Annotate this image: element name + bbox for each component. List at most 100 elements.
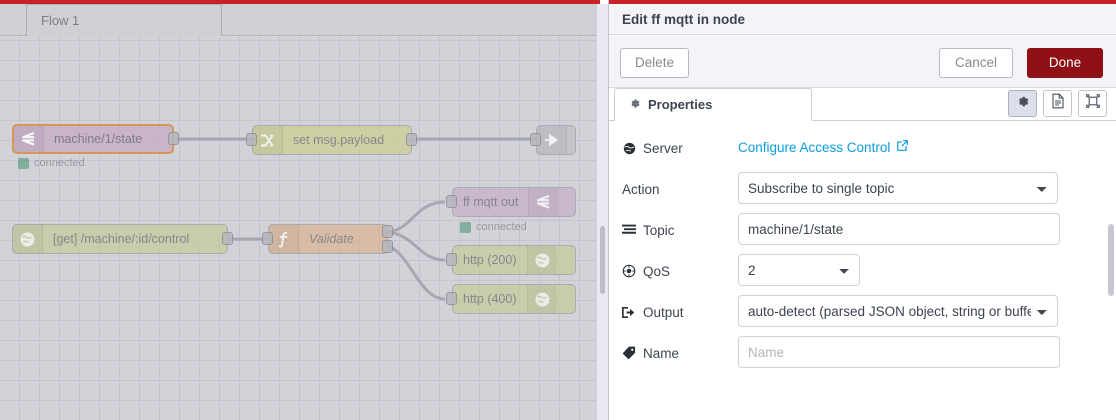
- node-input-port[interactable]: [446, 253, 457, 266]
- document-icon: [1051, 93, 1065, 114]
- node-input-port[interactable]: [246, 133, 257, 146]
- delete-button[interactable]: Delete: [620, 48, 690, 78]
- action-label-group: Action: [622, 172, 726, 206]
- topic-input[interactable]: [738, 213, 1060, 245]
- done-button[interactable]: Done: [1027, 48, 1103, 78]
- server-field: Configure Access Control: [738, 131, 909, 165]
- node-http-response-400[interactable]: http (400): [452, 284, 576, 314]
- node-status-mqtt-in: connected: [18, 157, 85, 169]
- cancel-button[interactable]: Cancel: [939, 48, 1013, 78]
- action-field: Subscribe to single topicSubscribe to mu…: [738, 172, 1058, 204]
- status-dot: [18, 157, 29, 169]
- node-input-port[interactable]: [530, 133, 541, 146]
- canvas-resize-handle[interactable]: [600, 226, 605, 294]
- status-label: connected: [34, 157, 85, 169]
- node-label: http (200): [463, 253, 517, 267]
- node-function-validate[interactable]: Validate: [268, 224, 388, 254]
- output-field: auto-detect (parsed JSON object, string …: [738, 295, 1058, 327]
- server-label-group: Server: [622, 131, 726, 165]
- node-label: http (400): [463, 292, 517, 306]
- globe-icon: [526, 246, 557, 274]
- node-input-port[interactable]: [446, 292, 457, 305]
- node-mqtt-out[interactable]: ff mqtt out: [452, 187, 576, 217]
- description-view-button[interactable]: [1043, 90, 1072, 117]
- server-label: Server: [643, 140, 683, 156]
- function-icon: [269, 225, 299, 253]
- globe-icon: [622, 142, 636, 155]
- form-row-action: Action Subscribe to single topicSubscrib…: [622, 172, 1102, 206]
- node-input-port[interactable]: [446, 195, 457, 208]
- qos-label-group: QoS: [622, 254, 726, 288]
- node-label: set msg.payload: [293, 133, 385, 147]
- flow-tab-flow-1[interactable]: Flow 1: [26, 4, 222, 36]
- globe-icon: [526, 285, 557, 313]
- top-accent-bar: [0, 0, 600, 4]
- appearance-view-button[interactable]: [1078, 90, 1107, 117]
- name-label: Name: [643, 345, 680, 361]
- appearance-icon: [1085, 93, 1101, 114]
- form-row-server: Server Configure Access Control: [622, 131, 1102, 165]
- panel-divider: [597, 4, 608, 420]
- node-input-port[interactable]: [262, 232, 273, 245]
- mqtt-icon: [14, 126, 44, 152]
- flow-tab-label: Flow 1: [41, 13, 80, 28]
- change-icon: [253, 126, 283, 154]
- node-label: [get] /machine/:id/control: [53, 232, 190, 246]
- node-http-response-200[interactable]: http (200): [452, 245, 576, 275]
- node-status-mqtt-out: connected: [460, 221, 527, 233]
- dialog-toolbar: Delete Cancel Done: [609, 36, 1116, 88]
- mqtt-icon: [528, 188, 558, 216]
- form-row-qos: QoS 012: [622, 254, 1102, 288]
- node-change[interactable]: set msg.payload: [252, 125, 412, 155]
- output-select[interactable]: auto-detect (parsed JSON object, string …: [738, 295, 1058, 327]
- node-output-port[interactable]: [406, 133, 417, 146]
- qos-select[interactable]: 012: [738, 254, 860, 286]
- output-icon: [622, 306, 636, 319]
- name-field: [738, 336, 1060, 368]
- status-dot: [460, 221, 471, 233]
- node-properties-form: Server Configure Access Control: [609, 121, 1116, 420]
- panel-accent-bar: [609, 0, 1116, 4]
- external-link-icon: [896, 131, 909, 165]
- node-output-port-1[interactable]: [382, 225, 393, 238]
- node-label: Validate: [309, 232, 354, 246]
- node-label: machine/1/state: [54, 132, 143, 146]
- topic-field: [738, 213, 1060, 245]
- list-icon: [622, 224, 636, 236]
- link-out-icon: [537, 126, 567, 154]
- target-icon: [622, 264, 636, 278]
- action-select[interactable]: Subscribe to single topicSubscribe to mu…: [738, 172, 1058, 204]
- link-text: Configure Access Control: [738, 140, 891, 155]
- node-http-in[interactable]: [get] /machine/:id/control: [12, 224, 228, 254]
- gear-icon: [1015, 94, 1030, 114]
- name-input[interactable]: [738, 336, 1060, 368]
- form-row-name: Name: [622, 336, 1102, 370]
- action-label: Action: [622, 181, 660, 197]
- form-row-output: Output auto-detect (parsed JSON object, …: [622, 295, 1102, 329]
- topic-label-group: Topic: [622, 213, 726, 247]
- flow-tab-bar: Flow 1: [0, 4, 600, 36]
- tag-icon: [622, 346, 636, 360]
- form-row-topic: Topic: [622, 213, 1102, 247]
- dialog-title: Edit ff mqtt in node: [609, 4, 1116, 35]
- edit-node-dialog: Edit ff mqtt in node Delete Cancel Done …: [608, 0, 1116, 420]
- dialog-tab-strip: Properties: [609, 88, 1116, 121]
- properties-view-button[interactable]: [1008, 90, 1037, 117]
- node-output-port-2[interactable]: [382, 240, 393, 253]
- tab-properties[interactable]: Properties: [614, 88, 812, 121]
- node-output-port[interactable]: [222, 232, 233, 245]
- status-label: connected: [476, 221, 527, 233]
- flow-workspace: Flow 1: [0, 0, 600, 420]
- flow-canvas[interactable]: machine/1/state connected set msg.payloa…: [0, 37, 600, 420]
- topic-label: Topic: [643, 222, 675, 238]
- panel-scrollbar[interactable]: [1108, 224, 1114, 296]
- node-link-out[interactable]: [536, 125, 576, 155]
- node-output-port[interactable]: [168, 132, 179, 145]
- configure-access-control-link[interactable]: Configure Access Control: [738, 131, 909, 165]
- tab-label: Properties: [648, 97, 713, 112]
- name-label-group: Name: [622, 336, 726, 370]
- qos-label: QoS: [643, 263, 671, 279]
- node-mqtt-in[interactable]: machine/1/state: [12, 124, 174, 154]
- output-label: Output: [643, 304, 684, 320]
